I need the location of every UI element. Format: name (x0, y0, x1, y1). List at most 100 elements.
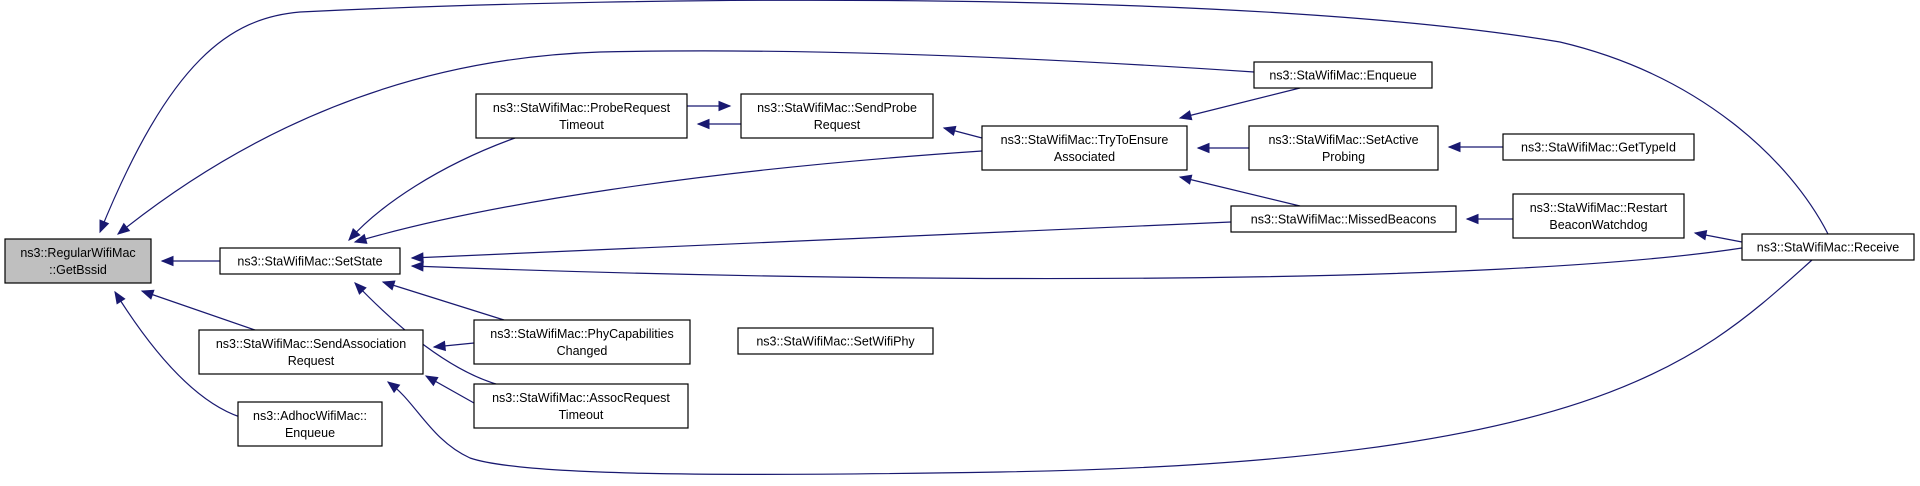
edge-enqueue-to-getbssid (116, 50, 1255, 235)
node-label: ns3::StaWifiMac::SetActive (1268, 133, 1418, 147)
arrowhead (140, 289, 155, 300)
arrowhead (1465, 213, 1479, 225)
node-label: Timeout (559, 408, 604, 422)
edges-layer (99, 0, 1829, 475)
arrowhead (1693, 230, 1708, 241)
edge-line (1179, 176, 1301, 207)
edge-probetimeout-to-sendprobe (687, 100, 732, 112)
edge-enqueue-to-trytoensure (1178, 87, 1301, 121)
edge-sendassoc-to-getbssid (140, 289, 256, 331)
edge-line (387, 259, 1813, 475)
arrowhead (1196, 142, 1210, 154)
edge-line (411, 247, 1743, 280)
arrowhead (99, 219, 110, 234)
edge-trytoensure-to-sendprobe (942, 125, 983, 139)
edge-line (348, 137, 516, 241)
node-label: ns3::StaWifiMac::SendAssociation (216, 337, 406, 351)
edge-assoctimeout-to-sendassoc (424, 375, 475, 404)
edge-line (1179, 87, 1301, 119)
edge-line (141, 290, 256, 331)
node-label: Changed (557, 344, 608, 358)
arrowhead (386, 381, 401, 394)
edge-line (354, 150, 983, 243)
node-box (1741, 233, 1915, 261)
edge-gettypeid-to-setactive (1447, 141, 1503, 153)
arrowhead (410, 261, 424, 272)
node-box (473, 319, 691, 365)
node-setstate[interactable]: ns3::StaWifiMac::SetState (219, 247, 401, 275)
node-enqueue[interactable]: ns3::StaWifiMac::Enqueue (1253, 61, 1433, 89)
edge-receive-to-restart (1693, 230, 1743, 243)
edge-phycap-to-sendassoc (432, 340, 475, 352)
node-label: ns3::StaWifiMac::GetTypeId (1521, 141, 1676, 155)
node-gettypeid[interactable]: ns3::StaWifiMac::GetTypeId (1502, 133, 1695, 161)
node-label: Enqueue (285, 426, 335, 440)
edge-line (99, 0, 1829, 235)
edge-missed-to-setstate (410, 221, 1232, 263)
edge-sendprobe-to-probetimeout (696, 118, 741, 130)
node-label: ::GetBssid (49, 263, 107, 277)
node-box (981, 125, 1188, 171)
node-label: ns3::StaWifiMac::MissedBeacons (1251, 213, 1437, 227)
node-box (219, 247, 401, 275)
node-label: ns3::StaWifiMac::AssocRequest (492, 391, 670, 405)
arrowhead (354, 282, 367, 295)
edge-restart-to-missed (1465, 213, 1513, 225)
node-setwifiphy[interactable]: ns3::StaWifiMac::SetWifiPhy (737, 327, 934, 355)
edge-line (117, 50, 1255, 235)
node-box (737, 327, 934, 355)
node-box (740, 93, 934, 139)
node-box (473, 383, 689, 429)
edge-setactive-to-trytoensure (1196, 142, 1249, 154)
node-label: Timeout (559, 118, 604, 132)
node-label: ns3::StaWifiMac::Receive (1757, 241, 1899, 255)
node-label: Request (288, 354, 335, 368)
edge-phycap-to-setstate (381, 280, 505, 321)
node-label: Probing (1322, 150, 1365, 164)
node-label: ns3::StaWifiMac::ProbeRequest (493, 101, 671, 115)
arrowhead (1447, 141, 1461, 153)
nodes-layer: ns3::RegularWifiMac::GetBssidns3::StaWif… (4, 61, 1915, 447)
node-label: ns3::StaWifiMac::PhyCapabilities (490, 327, 673, 341)
node-label: ns3::StaWifiMac::TryToEnsure (1001, 133, 1169, 147)
edge-receive-to-sendassoc (386, 259, 1813, 475)
arrowhead (1178, 174, 1193, 185)
node-label: Associated (1054, 150, 1115, 164)
arrowhead (718, 100, 732, 112)
edge-line (114, 291, 241, 418)
arrowhead (160, 255, 174, 267)
node-label: ns3::StaWifiMac::Restart (1530, 201, 1668, 215)
arrowhead (410, 252, 424, 263)
node-missed[interactable]: ns3::StaWifiMac::MissedBeacons (1230, 205, 1457, 233)
node-box (1502, 133, 1695, 161)
edge-line (382, 281, 505, 321)
node-label: ns3::AdhocWifiMac:: (253, 409, 367, 423)
edge-line (411, 221, 1232, 259)
arrowhead (116, 222, 131, 235)
node-label: ns3::RegularWifiMac (20, 246, 135, 260)
node-box (198, 329, 424, 375)
node-label: Request (814, 118, 861, 132)
node-adhocenqueue[interactable]: ns3::AdhocWifiMac::Enqueue (237, 401, 383, 447)
edge-trytoensure-to-setstate (353, 150, 983, 244)
edge-missed-to-trytoensure (1178, 174, 1301, 207)
node-label: BeaconWatchdog (1549, 218, 1647, 232)
node-box (237, 401, 383, 447)
arrowhead (381, 280, 396, 291)
arrowhead (1178, 110, 1193, 121)
node-receive[interactable]: ns3::StaWifiMac::Receive (1741, 233, 1915, 261)
node-getbssid[interactable]: ns3::RegularWifiMac::GetBssid (4, 238, 152, 284)
arrowhead (424, 375, 439, 387)
arrowhead (942, 125, 957, 136)
edge-line (354, 282, 497, 385)
edge-receive-to-getbssid (99, 0, 1829, 235)
